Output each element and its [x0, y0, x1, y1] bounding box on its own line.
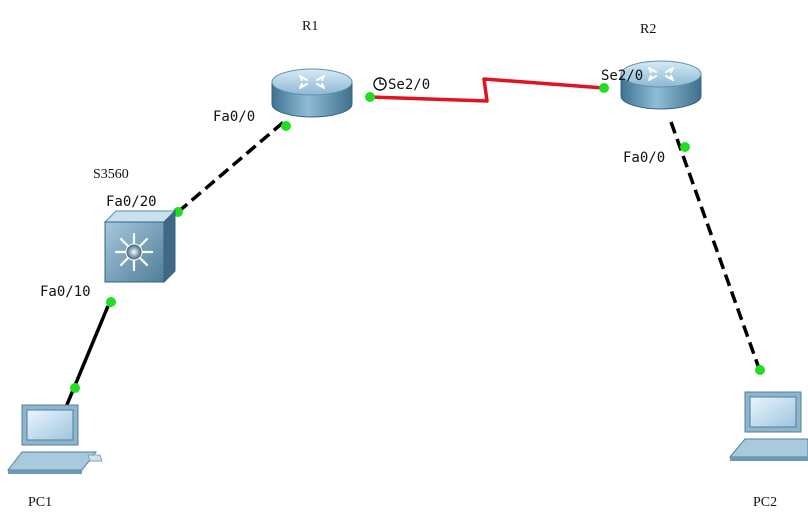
- device-label-r1: R1: [302, 19, 318, 34]
- pc-icon: [6, 404, 103, 474]
- pc-icon: [728, 391, 808, 461]
- link-up-indicator: [599, 83, 609, 93]
- links: [64, 77, 763, 408]
- device-label-s3560: S3560: [93, 167, 129, 182]
- clock-icon: [373, 77, 387, 91]
- link-up-indicator: [281, 121, 291, 131]
- port-label-sw-fa020: Fa0/20: [106, 194, 157, 210]
- link-r2-pc2[interactable]: [669, 121, 763, 375]
- serial-link-r1-r2[interactable]: [369, 77, 605, 103]
- link-up-indicator: [70, 383, 80, 393]
- link-up-indicator: [755, 365, 765, 375]
- router-icon: [620, 60, 702, 110]
- port-label-r1-se20: Se2/0: [388, 77, 430, 93]
- device-label-r2: R2: [640, 22, 656, 37]
- port-label-sw-fa010: Fa0/10: [40, 284, 91, 300]
- link-up-indicator: [365, 92, 375, 102]
- link-up-indicator: [680, 142, 690, 152]
- port-label-r1-fa00: Fa0/0: [213, 109, 255, 125]
- multilayer-switch-icon: [103, 209, 177, 284]
- switch-s3560[interactable]: S3560: [93, 167, 177, 284]
- router-icon: [271, 68, 353, 118]
- port-label-r2-fa00: Fa0/0: [623, 150, 665, 166]
- pc-pc1[interactable]: PC1: [6, 404, 103, 510]
- link-status-indicators: [70, 83, 765, 393]
- router-r1[interactable]: R1: [271, 19, 353, 118]
- port-labels: Fa0/0 Se2/0 Se2/0 Fa0/0 Fa0/20 Fa0/10: [40, 68, 665, 300]
- port-label-r2-se20: Se2/0: [601, 68, 643, 84]
- router-r2[interactable]: R2: [620, 22, 702, 110]
- device-label-pc2: PC2: [753, 495, 777, 510]
- pc-pc2[interactable]: PC2: [728, 391, 808, 510]
- link-s3560-r1[interactable]: [176, 118, 288, 214]
- link-up-indicator: [106, 297, 116, 307]
- device-label-pc1: PC1: [28, 495, 52, 510]
